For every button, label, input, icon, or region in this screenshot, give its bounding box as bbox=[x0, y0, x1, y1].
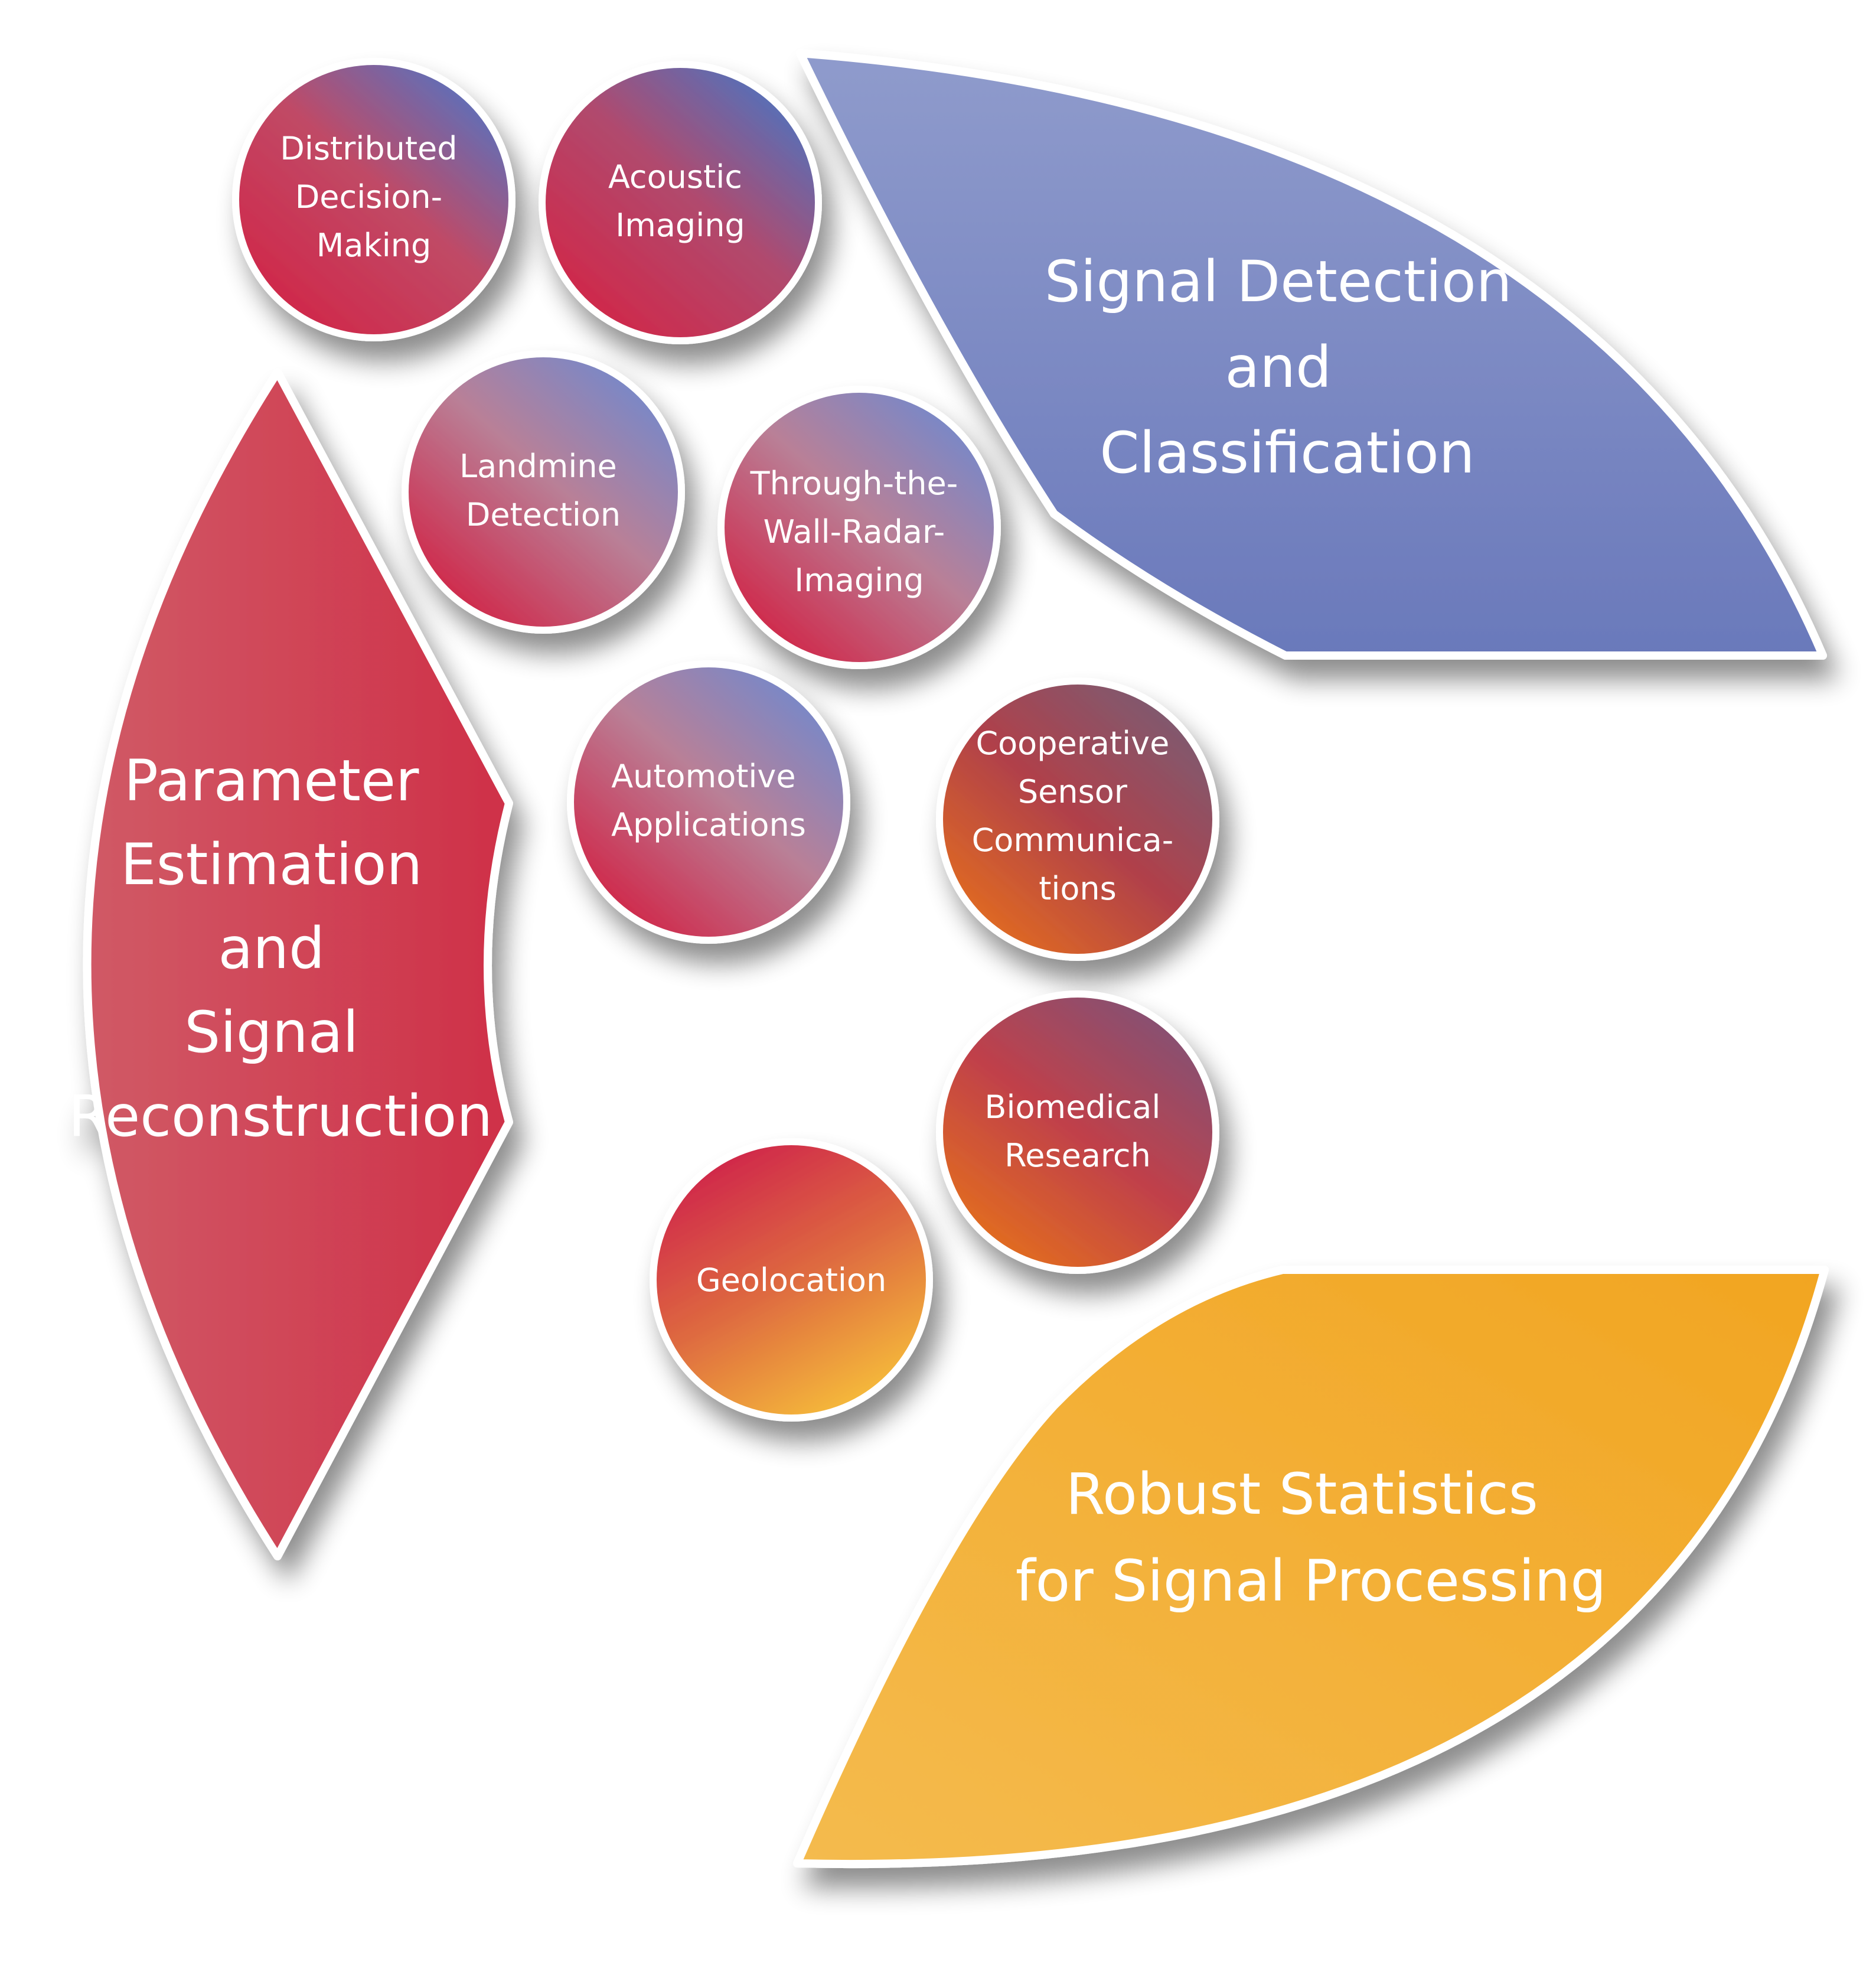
bubble-label-distributed-decision-making: Distributed Decision- Making bbox=[280, 130, 467, 264]
bubble-label-through-the-wall-radar-imaging: Through-the- Wall-Radar- Imaging bbox=[750, 465, 968, 599]
segment-label-parameter-estimation: Parameter Estimation and Signal Reconstr… bbox=[68, 748, 492, 1149]
bubble-automotive-applications: Automotive Applications bbox=[567, 660, 850, 944]
segment-shape-signal-detection bbox=[796, 49, 1827, 660]
bubble-label-acoustic-imaging: Acoustic Imaging bbox=[608, 158, 752, 244]
bubble-disc bbox=[546, 68, 815, 337]
segment-signal-detection: Signal Detection and Classification bbox=[796, 49, 1827, 660]
bubble-geolocation: Geolocation bbox=[650, 1138, 933, 1422]
segment-label-robust-statistics: Robust Statistics for Signal Processing bbox=[1016, 1461, 1607, 1614]
bubble-biomedical-research: Biomedical Research bbox=[936, 990, 1219, 1274]
bubble-disc bbox=[725, 393, 994, 662]
bubble-distributed-decision-making: Distributed Decision- Making bbox=[232, 58, 516, 341]
bubble-through-the-wall-radar-imaging: Through-the- Wall-Radar- Imaging bbox=[717, 386, 1001, 669]
bubble-label-automotive-applications: Automotive Applications bbox=[611, 758, 806, 843]
bubble-label-biomedical-research: Biomedical Research bbox=[984, 1088, 1170, 1174]
segment-label-signal-detection: Signal Detection and Classification bbox=[1045, 249, 1530, 486]
segment-robust-statistics: Robust Statistics for Signal Processing bbox=[793, 1266, 1829, 1868]
bubble-cooperative-sensor-communications: Cooperative Sensor Communica- tions bbox=[936, 677, 1219, 961]
bubble-disc bbox=[239, 65, 508, 334]
bubble-disc bbox=[943, 998, 1212, 1267]
segment-parameter-estimation: Parameter Estimation and Signal Reconstr… bbox=[68, 368, 513, 1560]
bubble-disc bbox=[657, 1145, 926, 1415]
segment-shape-parameter-estimation bbox=[83, 368, 513, 1560]
bubble-label-cooperative-sensor-communications: Cooperative Sensor Communica- tions bbox=[972, 725, 1184, 907]
bubble-label-landmine-detection: Landmine Detection bbox=[459, 448, 627, 533]
bubble-acoustic-imaging: Acoustic Imaging bbox=[539, 61, 822, 344]
bubble-disc bbox=[574, 667, 843, 937]
segment-shape-robust-statistics bbox=[793, 1266, 1829, 1868]
bubble-landmine-detection: Landmine Detection bbox=[402, 350, 685, 634]
bubble-disc bbox=[409, 357, 678, 627]
bubble-disc bbox=[943, 685, 1212, 954]
bubble-label-geolocation: Geolocation bbox=[696, 1262, 886, 1299]
